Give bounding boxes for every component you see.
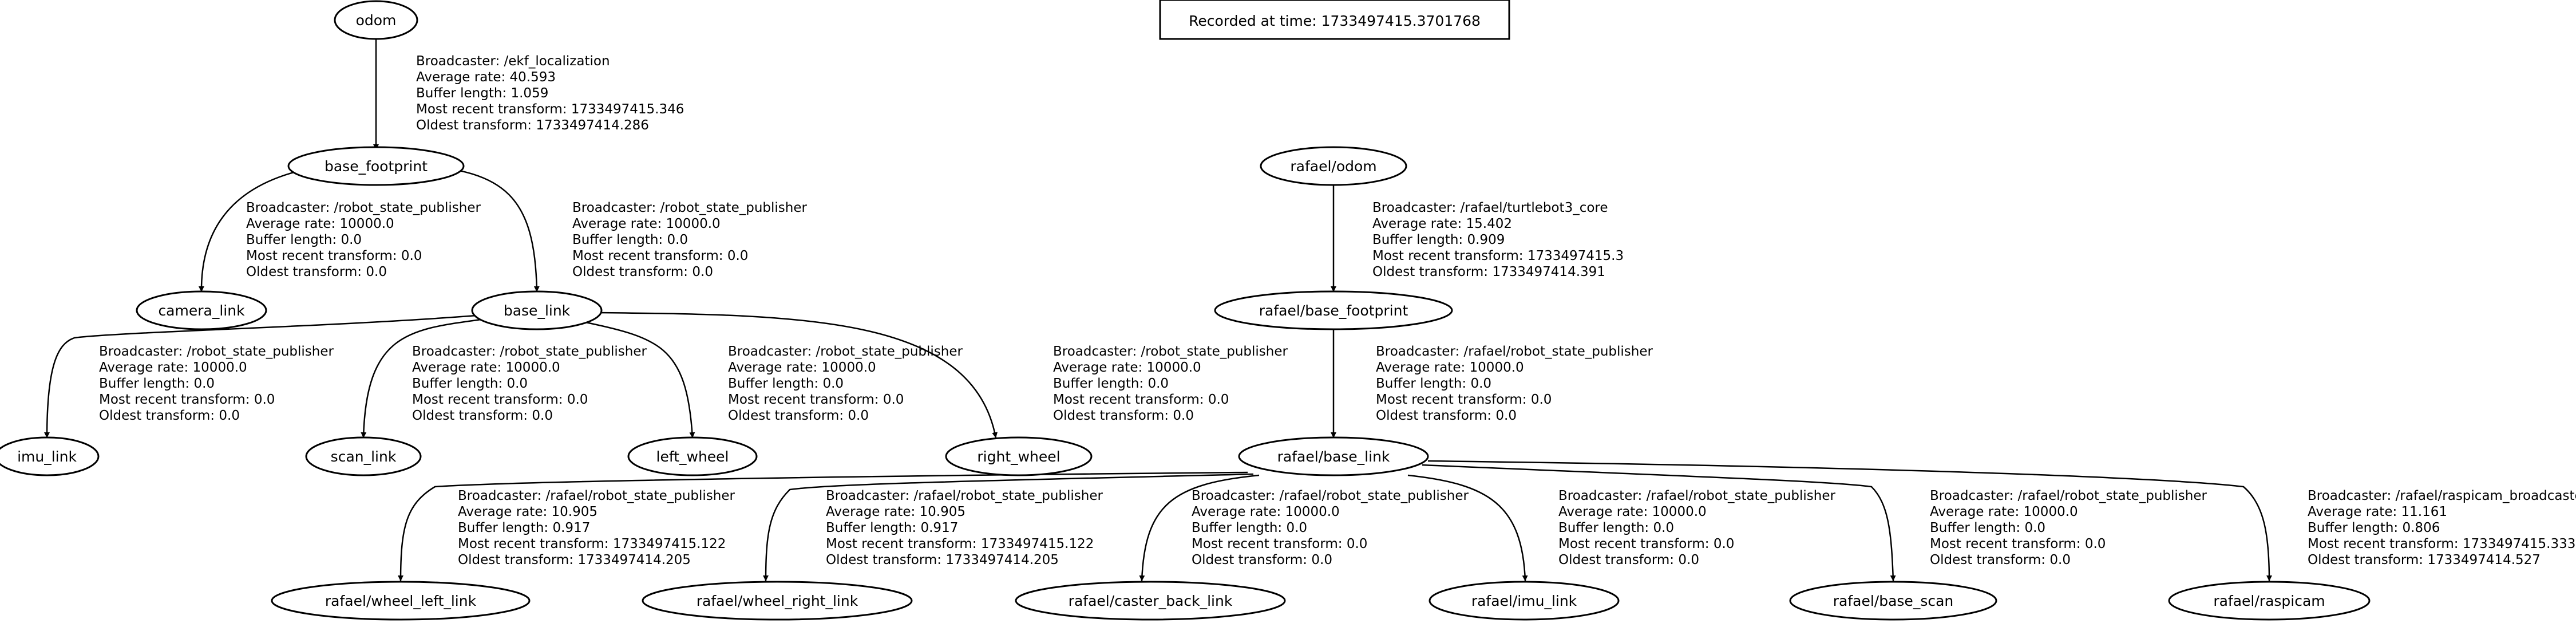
- edge-label-base-link-left-wheel: Broadcaster: /robot_state_publisher Aver…: [728, 344, 967, 423]
- edge-base-link-left-wheel: [577, 320, 695, 439]
- edge-rafael-base-link-raspicam: [1427, 460, 2272, 582]
- node-rafael-imu-link: rafael/imu_link: [1429, 581, 1620, 621]
- edge-rafael-base-link-wheel-right-link: [763, 473, 1254, 582]
- node-right-wheel: right_wheel: [945, 436, 1093, 476]
- node-label-rafael-caster-back-link: rafael/caster_back_link: [1069, 593, 1233, 609]
- edge-label-rafael-base-link-raspicam: Broadcaster: /rafael/raspicam_broadcaste…: [2308, 488, 2576, 567]
- edge-label-rafael-base-link-caster-back-link: Broadcaster: /rafael/robot_state_publish…: [1192, 488, 1473, 567]
- node-label-base-link: base_link: [504, 302, 571, 319]
- node-label-rafael-base-scan: rafael/base_scan: [1833, 593, 1954, 609]
- node-label-rafael-base-link: rafael/base_link: [1277, 448, 1390, 465]
- edge-base-link-scan-link: [361, 317, 490, 439]
- node-rafael-base-footprint: rafael/base_footprint: [1214, 290, 1453, 330]
- edge-base-footprint-base-link: [417, 164, 540, 293]
- edge-base-link-right-wheel: [595, 312, 998, 439]
- edge-base-link-imu-link: [44, 314, 484, 439]
- node-odom: odom: [334, 0, 418, 40]
- node-rafael-caster-back-link: rafael/caster_back_link: [1015, 581, 1286, 621]
- node-camera-link: camera_link: [136, 290, 267, 330]
- node-label-rafael-base-footprint: rafael/base_footprint: [1259, 302, 1408, 319]
- recorded-time-box: Recorded at time: 1733497415.3701768: [1159, 0, 1510, 40]
- node-base-footprint: base_footprint: [287, 146, 465, 186]
- edge-rafael-base-link-caster-back-link: [1139, 474, 1260, 582]
- node-imu-link: imu_link: [0, 436, 100, 476]
- edge-label-rafael-base-footprint-base-link: Broadcaster: /rafael/robot_state_publish…: [1376, 344, 1657, 423]
- node-left-wheel: left_wheel: [627, 436, 758, 476]
- node-label-rafael-raspicam: rafael/raspicam: [2213, 593, 2325, 609]
- edge-label-base-link-imu-link: Broadcaster: /robot_state_publisher Aver…: [99, 344, 338, 423]
- edge-label-base-footprint-camera-link: Broadcaster: /robot_state_publisher Aver…: [246, 200, 485, 279]
- edge-label-base-footprint-base-link: Broadcaster: /robot_state_publisher Aver…: [572, 200, 811, 279]
- node-label-rafael-wheel-left-link: rafael/wheel_left_link: [325, 593, 477, 609]
- recorded-time-label: Recorded at time: 1733497415.3701768: [1189, 13, 1481, 29]
- edge-label-rafael-odom-base-footprint: Broadcaster: /rafael/turtlebot3_core Ave…: [1372, 200, 1628, 279]
- node-rafael-wheel-right-link: rafael/wheel_right_link: [642, 581, 913, 621]
- node-label-rafael-wheel-right-link: rafael/wheel_right_link: [697, 593, 858, 609]
- node-label-right-wheel: right_wheel: [977, 448, 1060, 465]
- node-scan-link: scan_link: [305, 436, 422, 476]
- node-label-left-wheel: left_wheel: [656, 448, 729, 465]
- node-label-scan-link: scan_link: [331, 448, 397, 465]
- node-rafael-raspicam: rafael/raspicam: [2168, 581, 2371, 621]
- node-label-camera-link: camera_link: [158, 302, 245, 319]
- edge-rafael-base-link-base-scan: [1422, 464, 1896, 582]
- node-rafael-wheel-left-link: rafael/wheel_left_link: [271, 581, 531, 621]
- edge-label-base-link-scan-link: Broadcaster: /robot_state_publisher Aver…: [412, 344, 651, 423]
- edge-label-rafael-base-link-base-scan: Broadcaster: /rafael/robot_state_publish…: [1930, 488, 2211, 567]
- edge-rafael-base-link-imu-link: [1407, 474, 1528, 582]
- edge-label-rafael-base-link-imu-link: Broadcaster: /rafael/robot_state_publish…: [1558, 488, 1839, 567]
- node-label-odom: odom: [356, 12, 397, 29]
- node-label-rafael-imu-link: rafael/imu_link: [1471, 593, 1577, 609]
- edge-label-odom-base-footprint: Broadcaster: /ekf_localization Average r…: [416, 54, 688, 133]
- node-rafael-base-link: rafael/base_link: [1238, 436, 1429, 476]
- node-rafael-odom: rafael/odom: [1260, 146, 1407, 186]
- node-rafael-base-scan: rafael/base_scan: [1789, 581, 1997, 621]
- node-label-rafael-odom: rafael/odom: [1290, 158, 1376, 175]
- node-base-link: base_link: [471, 290, 603, 330]
- edge-label-base-link-right-wheel: Broadcaster: /robot_state_publisher Aver…: [1053, 344, 1292, 423]
- edge-label-rafael-base-link-wheel-right-link: Broadcaster: /rafael/robot_state_publish…: [826, 488, 1107, 567]
- node-label-base-footprint: base_footprint: [325, 158, 428, 175]
- edge-label-rafael-base-link-wheel-left-link: Broadcaster: /rafael/robot_state_publish…: [458, 488, 739, 567]
- node-label-imu-link: imu_link: [17, 448, 77, 465]
